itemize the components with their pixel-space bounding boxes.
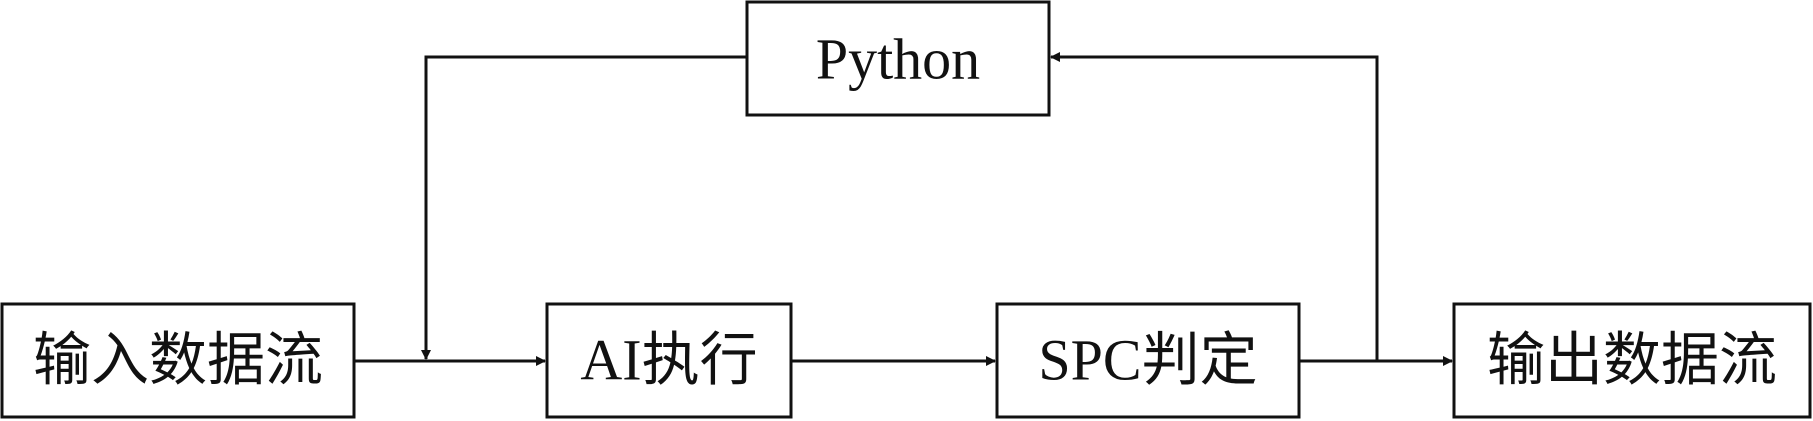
edge-feedback-to-python bbox=[1050, 52, 1379, 361]
node-python: Python bbox=[745, 0, 1051, 117]
node-ai-exec-label: AI执行 bbox=[580, 328, 757, 393]
node-output-stream-label: 输出数据流 bbox=[1487, 328, 1777, 393]
node-input-stream: 输入数据流 bbox=[0, 302, 356, 419]
node-spc-judge-label: SPC判定 bbox=[1038, 328, 1257, 393]
node-input-stream-label: 输入数据流 bbox=[33, 328, 323, 393]
node-ai-exec: AI执行 bbox=[545, 302, 793, 419]
node-output-stream: 输出数据流 bbox=[1452, 302, 1812, 419]
node-spc-judge: SPC判定 bbox=[995, 302, 1301, 419]
edge-python-to-input-line bbox=[421, 55, 747, 360]
node-python-label: Python bbox=[816, 27, 980, 92]
